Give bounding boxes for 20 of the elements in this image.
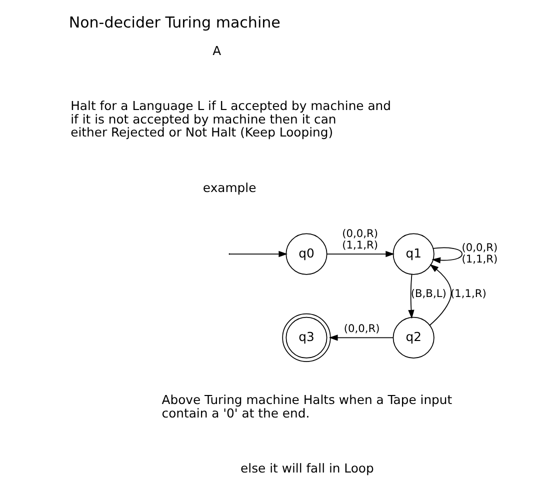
edge-label: (0,0,R) (1,1,R) <box>461 241 498 266</box>
node-circle: q0 <box>285 233 327 275</box>
label: Halt for a Language L if L accepted by machine and if it is not accepted by machine then it can either Rejected or Not Halt (Keep Looping) <box>70 98 391 140</box>
label: A <box>212 42 221 58</box>
node-circle: q2 <box>392 316 434 358</box>
edge-label: (0,0,R) <box>343 322 380 336</box>
label: example <box>202 180 256 196</box>
arrow <box>408 274 414 319</box>
arrow <box>326 250 394 258</box>
arrow <box>428 264 452 326</box>
arrow <box>431 247 462 264</box>
node-circle: q1 <box>392 233 434 275</box>
edge-label: (B,B,L) <box>410 286 446 300</box>
node-circle: q3 <box>282 313 330 362</box>
arrow <box>328 334 394 341</box>
label: else it will fall in Loop <box>240 460 374 476</box>
edge-label: (0,0,R) (1,1,R) <box>342 226 378 252</box>
diagram-title: Non-decider Turing machine <box>68 13 280 32</box>
edge-label: (1,1,R) <box>450 286 486 300</box>
label: Above Turing machine Halts when a Tape input contain a '0' at the end. <box>161 392 452 420</box>
